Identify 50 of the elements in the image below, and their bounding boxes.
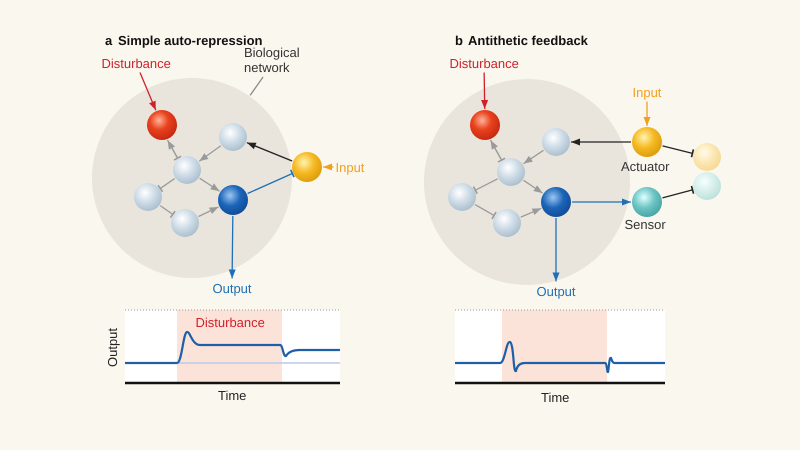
network-label: Biological network bbox=[244, 45, 306, 75]
molecule-sphere bbox=[219, 123, 247, 151]
molecule-sphere bbox=[693, 143, 721, 171]
molecule-sphere bbox=[693, 172, 721, 200]
arrow bbox=[552, 218, 560, 282]
axis-title: Output bbox=[104, 327, 120, 367]
arrow bbox=[523, 180, 544, 194]
input-label: Input bbox=[632, 84, 662, 100]
panel-title: Antithetic feedback bbox=[468, 32, 588, 48]
molecule-sphere bbox=[292, 152, 322, 182]
molecule-sphere bbox=[632, 127, 662, 157]
arrow bbox=[323, 164, 334, 170]
molecule-sphere bbox=[147, 110, 177, 140]
arrow bbox=[571, 138, 631, 146]
arrow bbox=[644, 102, 650, 126]
component-label: Sensor bbox=[624, 216, 666, 232]
arrow bbox=[520, 208, 542, 218]
panel-letter: b bbox=[455, 32, 463, 48]
molecule-sphere bbox=[134, 183, 162, 211]
arrow bbox=[481, 72, 488, 109]
molecule-sphere bbox=[542, 128, 570, 156]
leader-line bbox=[250, 76, 264, 96]
disturbance-label: Disturbance bbox=[450, 56, 519, 70]
molecule-sphere bbox=[541, 187, 571, 217]
component-label: Actuator bbox=[621, 158, 670, 174]
molecule-sphere bbox=[173, 156, 201, 184]
output-label: Output bbox=[212, 280, 252, 296]
output-label: Output bbox=[536, 284, 576, 298]
arrow bbox=[199, 178, 220, 192]
arrow bbox=[198, 206, 219, 218]
arrow bbox=[523, 150, 544, 164]
arrow bbox=[572, 198, 631, 206]
molecule-sphere bbox=[632, 187, 662, 217]
arrow bbox=[139, 72, 156, 110]
molecule-sphere bbox=[470, 110, 500, 140]
axis-title: Time bbox=[541, 390, 570, 404]
panel-letter: a bbox=[105, 32, 112, 48]
input-label: Input bbox=[336, 160, 364, 174]
arrow bbox=[198, 145, 222, 162]
arrow bbox=[246, 142, 292, 162]
plot-annotation: Disturbance bbox=[196, 314, 265, 330]
molecule-sphere bbox=[493, 209, 521, 237]
molecule-sphere bbox=[448, 183, 476, 211]
panel-title: Simple auto-repression bbox=[118, 32, 262, 48]
disturbance-label: Disturbance bbox=[102, 56, 171, 70]
molecule-sphere bbox=[218, 185, 248, 215]
axis-title: Time bbox=[218, 388, 246, 402]
molecule-sphere bbox=[171, 209, 199, 237]
molecule-sphere bbox=[497, 158, 525, 186]
arrow bbox=[228, 216, 236, 278]
